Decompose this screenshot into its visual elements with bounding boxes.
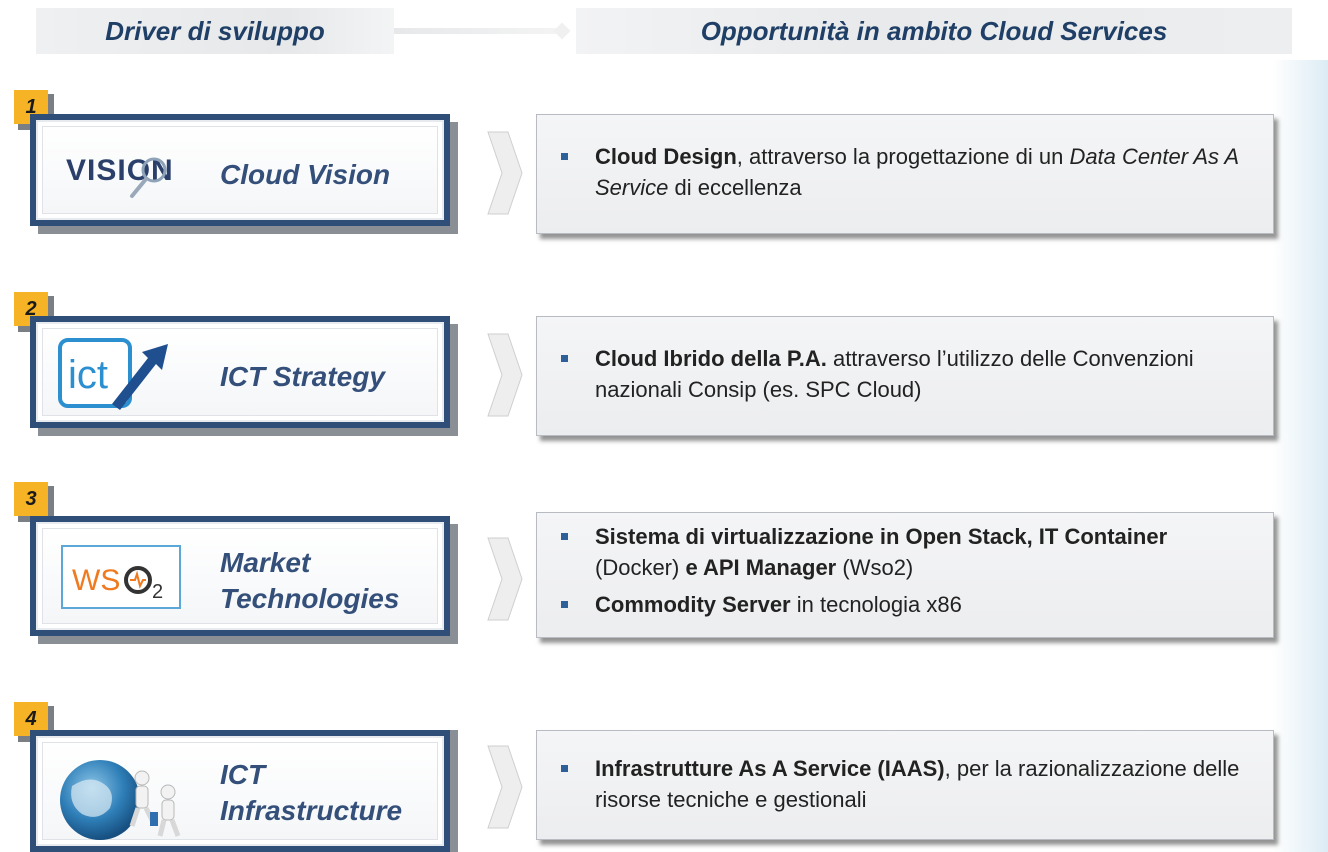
row-4-driver-box: ICT Infrastructure bbox=[30, 730, 450, 852]
text: , attraverso la progettazione di un bbox=[736, 144, 1070, 169]
row-3-number-badge: 3 bbox=[14, 482, 48, 516]
row-3-driver-label-line-2: Technologies bbox=[220, 583, 400, 614]
header-connector-arrow bbox=[553, 22, 571, 40]
row-1-chevron-icon bbox=[487, 131, 523, 215]
header-connector bbox=[394, 28, 564, 34]
row-1-bullet-1: Cloud Design, attraverso la progettazion… bbox=[537, 141, 1273, 203]
globe-people-icon bbox=[60, 760, 181, 840]
text: in tecnologia x86 bbox=[790, 592, 962, 617]
row-2-number: 2 bbox=[25, 297, 37, 320]
row-4-opportunity-box: Infrastrutture As A Service (IAAS), per … bbox=[536, 730, 1274, 840]
bold-text: Commodity Server bbox=[595, 592, 791, 617]
row-1-driver-box: VISION Cloud Vision bbox=[30, 114, 450, 226]
row-3-bullet-2: Commodity Server in tecnologia x86 bbox=[537, 589, 1273, 620]
row-4-chevron-icon bbox=[487, 745, 523, 829]
pulse-icon bbox=[130, 570, 146, 589]
right-background-fade bbox=[1272, 60, 1328, 852]
magnifier-icon bbox=[130, 157, 167, 198]
row-3-bullet-1: Sistema di virtualizzazione in Open Stac… bbox=[537, 521, 1273, 583]
ict-logo: ict bbox=[58, 338, 168, 410]
vision-logo: VISION bbox=[66, 154, 173, 198]
driver-inner bbox=[42, 126, 438, 214]
bold-text: Cloud Design bbox=[595, 144, 737, 169]
row-2-opportunity-box: Cloud Ibrido della P.A. attraverso l’uti… bbox=[536, 316, 1274, 436]
wso2-o-circle bbox=[124, 566, 152, 594]
row-2-driver-box: ict ICT Strategy bbox=[30, 316, 450, 428]
row-1-driver-label: Cloud Vision bbox=[220, 159, 391, 190]
row-3-chevron-icon bbox=[487, 537, 523, 621]
text: di eccellenza bbox=[668, 175, 802, 200]
row-3-opportunity-box: Sistema di virtualizzazione in Open Stac… bbox=[536, 512, 1274, 638]
text: (Wso2) bbox=[836, 555, 914, 580]
row-4-bullet-1: Infrastrutture As A Service (IAAS), per … bbox=[537, 753, 1273, 815]
row-2-bullet-1: Cloud Ibrido della P.A. attraverso l’uti… bbox=[537, 343, 1273, 405]
text: attraverso l’utilizzo delle Convenzioni … bbox=[595, 346, 1194, 402]
row-1-opportunity-box: Cloud Design, attraverso la progettazion… bbox=[536, 114, 1274, 234]
row-4-number: 4 bbox=[25, 707, 37, 730]
text: , per la razionalizzazione delle risorse… bbox=[595, 756, 1240, 812]
row-3-driver-label-line-1: Market bbox=[220, 547, 311, 578]
header-opportunities: Opportunità in ambito Cloud Services bbox=[576, 8, 1292, 54]
ict-logo-text: ict bbox=[68, 353, 108, 397]
bold-text: Cloud Ibrido della P.A. bbox=[595, 346, 827, 371]
row-1-number: 1 bbox=[25, 95, 37, 118]
wso2-logo-subscript: 2 bbox=[152, 581, 163, 603]
bold-text: Sistema di virtualizzazione in Open Stac… bbox=[595, 524, 1168, 549]
header-driver-label: Driver di sviluppo bbox=[105, 15, 325, 46]
wso2-logo-icon: WS 2 bbox=[61, 545, 181, 609]
header-opportunities-label: Opportunità in ambito Cloud Services bbox=[700, 15, 1168, 46]
row-3-number: 3 bbox=[25, 487, 37, 510]
row-3-driver-box: WS 2 Market Technologies bbox=[30, 516, 450, 636]
rising-arrow-icon bbox=[112, 344, 168, 410]
italic-text: Data Center As A Service bbox=[595, 144, 1239, 200]
wso2-logo-text: WS bbox=[72, 564, 120, 597]
row-4-driver-label-line-1: ICT bbox=[220, 759, 266, 790]
header-driver: Driver di sviluppo bbox=[36, 8, 394, 54]
row-2-driver-label: ICT Strategy bbox=[220, 361, 385, 392]
bold-text: e API Manager bbox=[685, 555, 837, 580]
text: (Docker) bbox=[595, 555, 686, 580]
row-4-driver-label-line-2: Infrastructure bbox=[220, 795, 403, 826]
bold-text: Infrastrutture As A Service (IAAS) bbox=[595, 756, 945, 781]
row-2-chevron-icon bbox=[487, 333, 523, 417]
